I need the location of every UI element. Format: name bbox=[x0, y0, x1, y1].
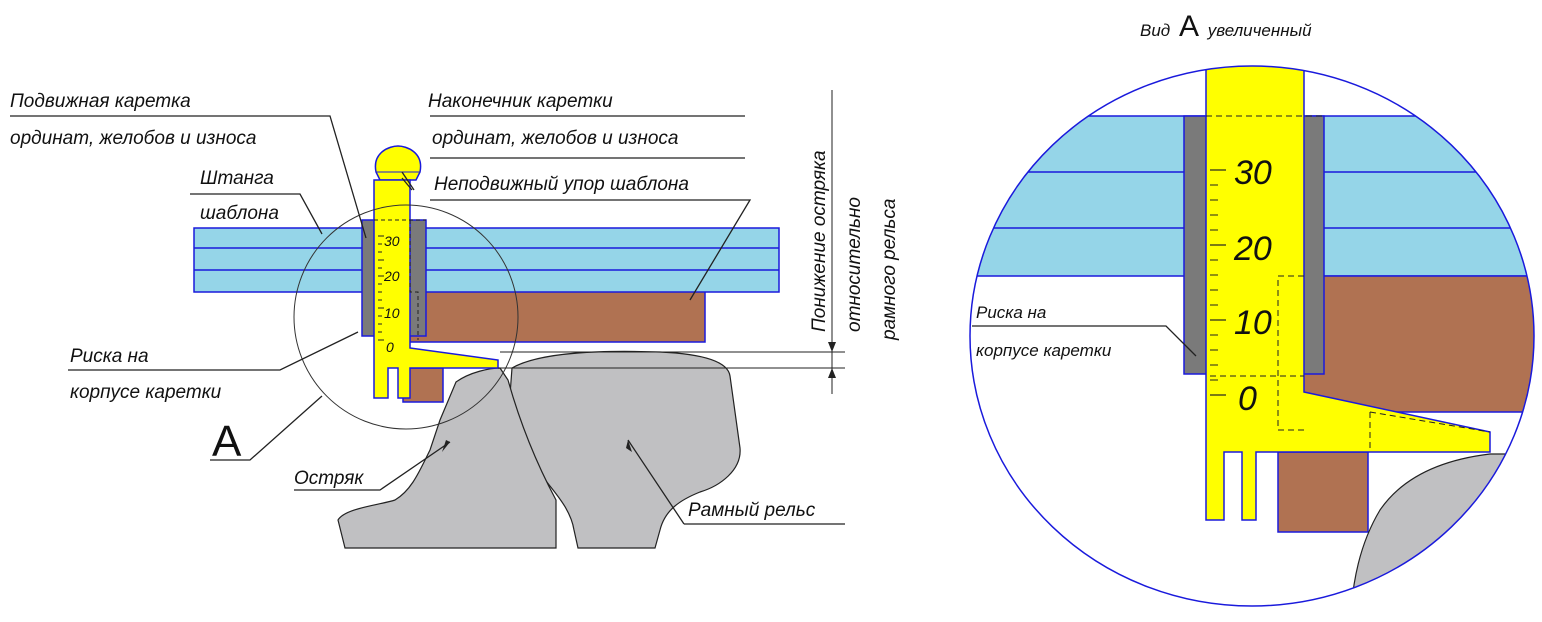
carriage-tip bbox=[374, 145, 422, 181]
label-switch-blade: Остряк bbox=[294, 468, 364, 489]
label-stock-rail: Рамный рельс bbox=[688, 500, 816, 521]
label-rod-1: Штанга bbox=[200, 168, 274, 189]
label-lowering-3: рамного рельса bbox=[879, 199, 900, 341]
label-mark-1: Риска на bbox=[70, 346, 149, 367]
label-tip-2: ординат, желобов и износа bbox=[432, 128, 678, 149]
zoom-rail-fragment bbox=[1349, 453, 1534, 606]
zoom-title: Вид А увеличенный bbox=[1140, 10, 1312, 43]
scale-label-20: 20 bbox=[383, 268, 400, 284]
zoom-scale-label-20: 20 bbox=[1233, 230, 1272, 268]
zoom-label-mark-1: Риска на bbox=[976, 303, 1046, 322]
zoom-label-mark-2: корпусе каретки bbox=[976, 341, 1112, 360]
carriage-scale-small: 30 20 10 0 bbox=[378, 233, 400, 355]
label-lowering-2: относительно bbox=[844, 197, 865, 332]
label-tip-1: Наконечник каретки bbox=[428, 91, 613, 112]
label-carriage-1: Подвижная каретка bbox=[10, 91, 191, 112]
zoom-title-letter: А bbox=[1179, 10, 1199, 43]
zoom-title-prefix: Вид bbox=[1140, 21, 1170, 40]
scale-label-30: 30 bbox=[384, 233, 400, 249]
lowering-dimension bbox=[498, 90, 845, 394]
label-stop: Неподвижный упор шаблона bbox=[434, 174, 689, 195]
scale-label-0: 0 bbox=[386, 339, 394, 355]
gauge-rod bbox=[193, 227, 780, 293]
label-callout-a: А bbox=[212, 417, 242, 466]
main-view: 30 20 10 0 Подвижная каретка bbox=[10, 90, 900, 549]
label-lowering-1: Понижение остряка bbox=[809, 150, 830, 332]
zoom-stop bbox=[1299, 275, 1534, 413]
zoom-circle bbox=[969, 65, 1535, 607]
label-carriage-2: ординат, желобов и износа bbox=[10, 128, 256, 149]
zoom-scale-label-10: 10 bbox=[1234, 304, 1272, 342]
scale-label-10: 10 bbox=[384, 305, 400, 321]
zoom-scale-label-0: 0 bbox=[1238, 380, 1257, 418]
zoom-stop-lower bbox=[1277, 451, 1369, 533]
label-mark-2: корпусе каретки bbox=[70, 382, 222, 403]
label-rod-2: шаблона bbox=[200, 203, 279, 224]
zoom-carriage-slider bbox=[1205, 66, 1491, 521]
zoom-scale: 30 20 10 0 bbox=[1210, 154, 1272, 418]
carriage-slider bbox=[373, 179, 499, 399]
zoom-view: Вид А увеличенный bbox=[969, 10, 1535, 607]
zoom-scale-label-30: 30 bbox=[1234, 154, 1272, 192]
fixed-stop bbox=[409, 289, 706, 343]
callout-circle bbox=[293, 204, 519, 430]
zoom-title-suffix: увеличенный bbox=[1207, 21, 1312, 40]
